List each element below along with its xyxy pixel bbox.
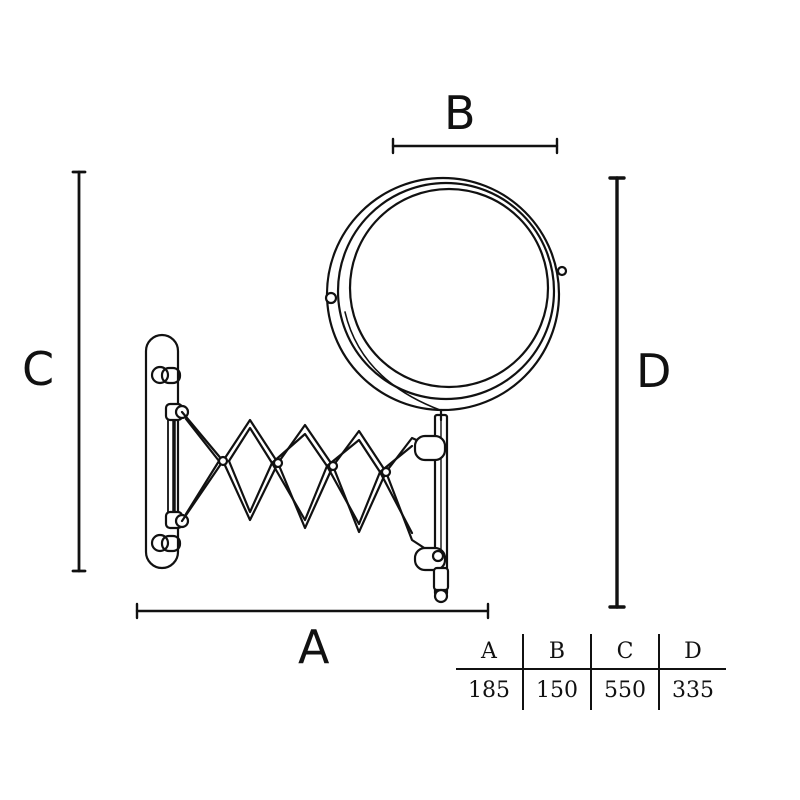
- dimension-table-value-c: 550: [590, 669, 659, 710]
- dimension-label-c: C: [22, 342, 55, 396]
- dimension-line-d: [608, 176, 626, 609]
- dimension-label-d: D: [636, 344, 672, 398]
- dimension-table-value-b: 150: [522, 669, 591, 710]
- round-mirror: [324, 176, 568, 422]
- dimension-table-value-d: 335: [658, 669, 726, 710]
- dimension-label-a: A: [298, 620, 330, 674]
- dimension-table-header-b: B: [522, 634, 591, 670]
- dimension-table-header-d: D: [658, 634, 726, 670]
- dimension-table-header-c: C: [590, 634, 659, 670]
- dimension-line-c: [71, 170, 87, 573]
- dimension-table-header-row: A B C D: [456, 634, 726, 670]
- dimension-table-value-row: 185 150 550 335: [456, 669, 726, 710]
- dimension-table-value-a: 185: [468, 677, 510, 703]
- scissor-arm: [164, 402, 434, 555]
- dimension-line-b: [391, 137, 559, 155]
- dimension-table-header-a: A: [456, 634, 523, 670]
- dimension-table: A B C D 185 150 550 335: [456, 634, 726, 710]
- wall-plate: [144, 333, 182, 570]
- mirror-post: [413, 413, 450, 604]
- dimension-line-a: [135, 602, 490, 620]
- dimension-label-b: B: [444, 86, 476, 140]
